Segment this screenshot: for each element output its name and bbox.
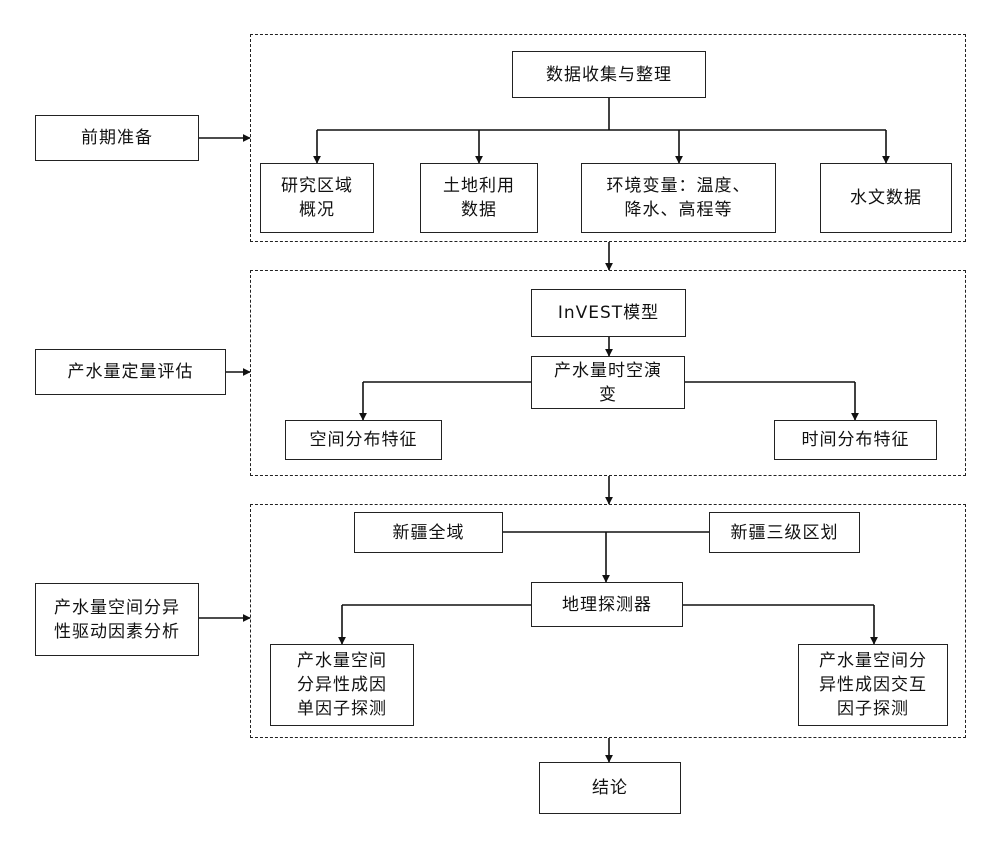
node-interaction-factor: 产水量空间分 异性成因交互 因子探测 xyxy=(798,644,948,726)
node-geodetector: 地理探测器 xyxy=(531,582,683,627)
node-conclusion: 结论 xyxy=(539,762,681,814)
node-spatiotemporal: 产水量时空演 变 xyxy=(531,356,685,409)
node-single-factor: 产水量空间 分异性成因 单因子探测 xyxy=(270,644,414,726)
panel-water-eval xyxy=(250,270,966,476)
node-data-collection: 数据收集与整理 xyxy=(512,51,706,98)
node-temporal-dist: 时间分布特征 xyxy=(774,420,937,460)
node-study-area: 研究区域 概况 xyxy=(260,163,374,233)
node-xinjiang-zones: 新疆三级区划 xyxy=(709,512,860,553)
node-invest-model: InVEST模型 xyxy=(531,289,686,337)
node-spatial-dist: 空间分布特征 xyxy=(285,420,442,460)
node-xinjiang-all: 新疆全域 xyxy=(354,512,503,553)
node-land-use: 土地利用 数据 xyxy=(420,163,538,233)
node-env-vars: 环境变量：温度、 降水、高程等 xyxy=(581,163,776,233)
stage-driver-analysis: 产水量空间分异 性驱动因素分析 xyxy=(35,583,199,656)
node-hydro: 水文数据 xyxy=(820,163,952,233)
stage-prep: 前期准备 xyxy=(35,115,199,161)
stage-water-eval: 产水量定量评估 xyxy=(35,349,226,395)
panel-driver-analysis xyxy=(250,504,966,738)
panel-data-prep xyxy=(250,34,966,242)
